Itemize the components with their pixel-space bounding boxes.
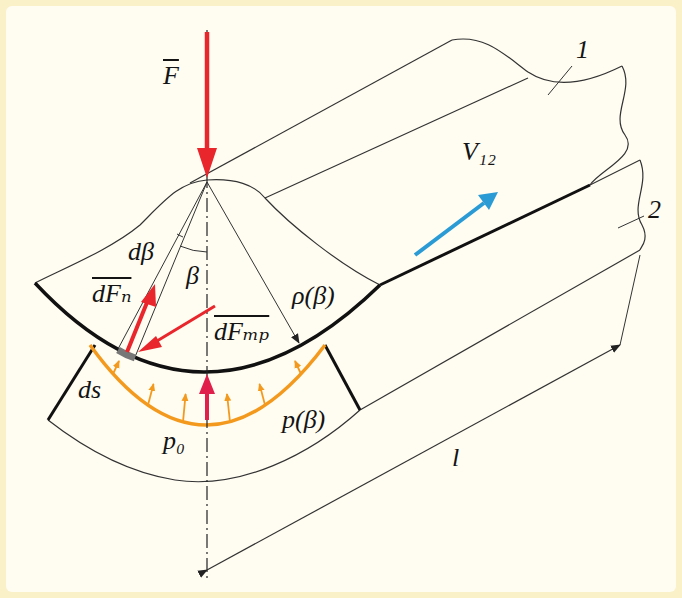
shaft-outline xyxy=(35,39,628,285)
contact-edge xyxy=(380,185,590,285)
callout-number: 1 xyxy=(576,36,589,64)
friction-force-arrow xyxy=(138,306,215,352)
angle-rays xyxy=(118,182,299,357)
velocity-label: V₁₂ xyxy=(462,138,496,166)
leader-lines xyxy=(548,66,644,228)
panel xyxy=(6,6,676,592)
load-force-arrow xyxy=(197,32,217,178)
force-label: dFₙ xyxy=(92,280,131,308)
axis-line xyxy=(206,30,207,578)
bearing-edge xyxy=(325,345,360,410)
bearing-outline xyxy=(48,160,645,482)
radius-label: ρ(β) xyxy=(292,282,335,310)
force-label: F xyxy=(163,62,179,90)
angle-label: β xyxy=(186,262,199,290)
length-dimension xyxy=(207,255,640,570)
angle-label: dβ xyxy=(128,238,154,266)
force-label: dFₘₚ xyxy=(214,318,269,346)
length-label: l xyxy=(452,444,459,472)
pressure-label: p(β) xyxy=(282,406,325,434)
velocity-arrow xyxy=(415,192,498,255)
callout-number: 2 xyxy=(648,196,661,224)
pressure-force-arrow xyxy=(199,374,215,420)
pressure-label: p₀ xyxy=(163,427,185,455)
element-label: ds xyxy=(78,376,101,404)
